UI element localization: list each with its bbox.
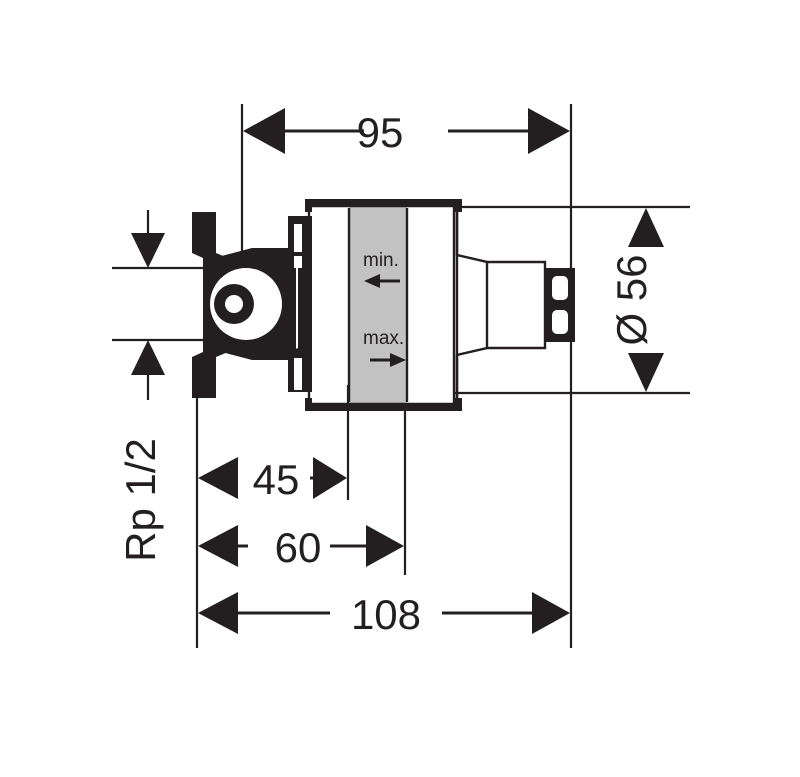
min-label: min. xyxy=(363,250,399,271)
body-cap-top xyxy=(305,199,462,212)
dim-95-arrow-left-icon xyxy=(243,108,285,154)
dim-95-arrow-right-icon xyxy=(528,108,570,154)
min-arrow-head-icon xyxy=(364,274,380,288)
dimension-45: 45 xyxy=(198,456,347,503)
neck-slot-bottom xyxy=(294,358,302,390)
dim-56-label: Ø 56 xyxy=(608,254,655,345)
dim-60-label: 60 xyxy=(275,524,322,571)
dim-56-arrow-top-icon xyxy=(628,208,664,247)
thread-rib-1 xyxy=(552,276,568,300)
dimension-60: 60 xyxy=(198,524,404,571)
dim-45-arrow-right-icon xyxy=(313,457,347,499)
dimension-rp12-arrows: Rp 1/2 xyxy=(117,233,165,562)
dimension-56: Ø 56 xyxy=(608,208,664,392)
dim-60-arrow-left-icon xyxy=(198,525,238,567)
dim-56-arrow-bottom-icon xyxy=(628,353,664,392)
dim-95-label: 95 xyxy=(357,109,404,156)
rp-arrow-bottom-icon xyxy=(131,340,165,375)
bore-inner-circle xyxy=(225,295,243,313)
rp-arrow-top-icon xyxy=(131,233,165,268)
dimension-108: 108 xyxy=(198,591,570,638)
dim-108-label: 108 xyxy=(351,591,421,638)
product-silhouette xyxy=(192,199,575,411)
dimension-95: 95 xyxy=(243,108,570,156)
max-arrow-head-icon xyxy=(390,353,406,367)
outlet-shoulder xyxy=(455,212,489,398)
neck-slot-mid xyxy=(294,256,302,268)
minmax-annotations: min. max. xyxy=(363,250,406,367)
max-label: max. xyxy=(363,328,404,349)
dim-108-arrow-left-icon xyxy=(198,592,238,634)
neck-slot-top xyxy=(294,224,302,252)
dim-45-arrow-left-icon xyxy=(198,457,238,499)
dim-108-arrow-right-icon xyxy=(532,592,570,634)
dim-60-arrow-right-icon xyxy=(366,525,404,567)
thread-rib-2 xyxy=(552,310,568,334)
adjustment-band xyxy=(349,205,407,405)
dim-45-label: 45 xyxy=(253,456,300,503)
body-cap-bottom xyxy=(305,398,462,411)
dim-rp12-label: Rp 1/2 xyxy=(117,438,164,562)
connector-neck xyxy=(288,216,312,392)
outlet-barrel xyxy=(487,260,547,350)
